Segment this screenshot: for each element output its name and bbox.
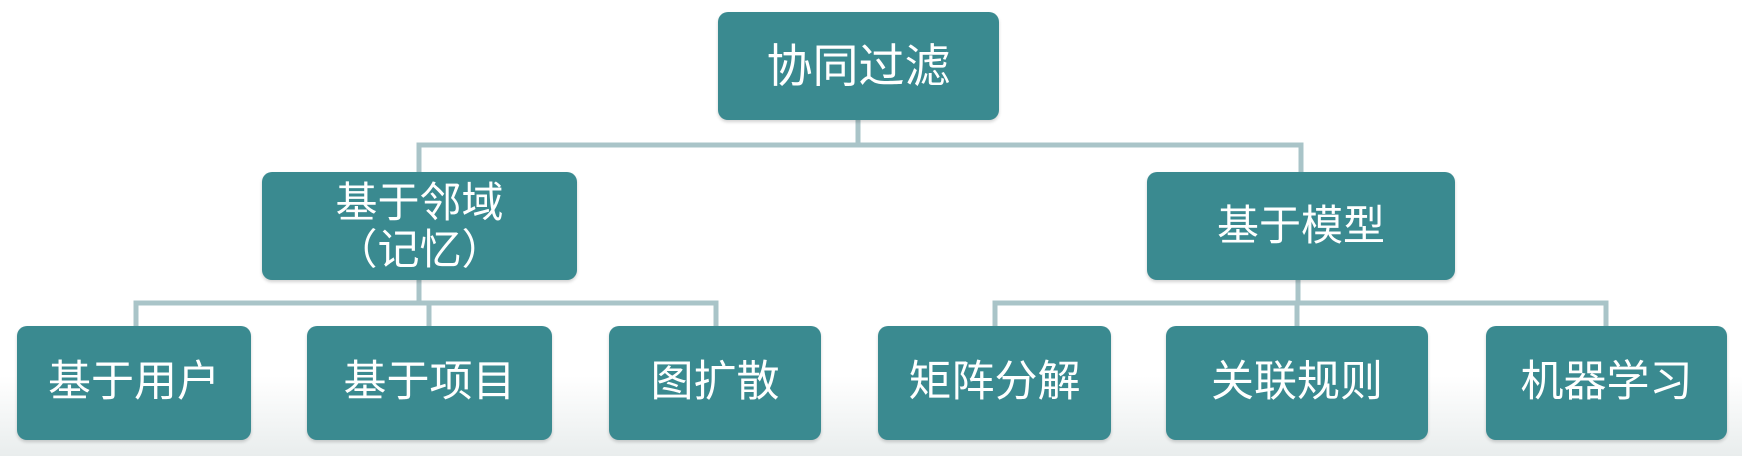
node-matrix-factorization: 矩阵分解 [878, 326, 1111, 440]
node-item-based-label: 基于项目 [343, 357, 516, 408]
node-neighborhood: 基于邻域 （记忆） [262, 172, 577, 280]
node-association-rules-label: 关联规则 [1211, 357, 1383, 408]
node-model-label: 基于模型 [1216, 200, 1385, 250]
node-user-based-label: 基于用户 [48, 357, 220, 408]
node-association-rules: 关联规则 [1166, 326, 1428, 440]
node-graph-diffusion-label: 图扩散 [650, 357, 780, 408]
node-item-based: 基于项目 [307, 326, 552, 440]
node-root: 协同过滤 [718, 12, 999, 120]
node-neighborhood-label-line1: 基于邻域 [335, 177, 504, 227]
node-root-label: 协同过滤 [766, 38, 951, 93]
node-neighborhood-label-line2: （记忆） [335, 225, 504, 274]
background-floor [0, 376, 1742, 456]
node-user-based: 基于用户 [17, 326, 251, 440]
node-matrix-factorization-label: 矩阵分解 [908, 357, 1081, 408]
node-machine-learning-label: 机器学习 [1520, 357, 1693, 408]
node-graph-diffusion: 图扩散 [609, 326, 821, 440]
node-model: 基于模型 [1147, 172, 1455, 280]
node-machine-learning: 机器学习 [1486, 326, 1727, 440]
